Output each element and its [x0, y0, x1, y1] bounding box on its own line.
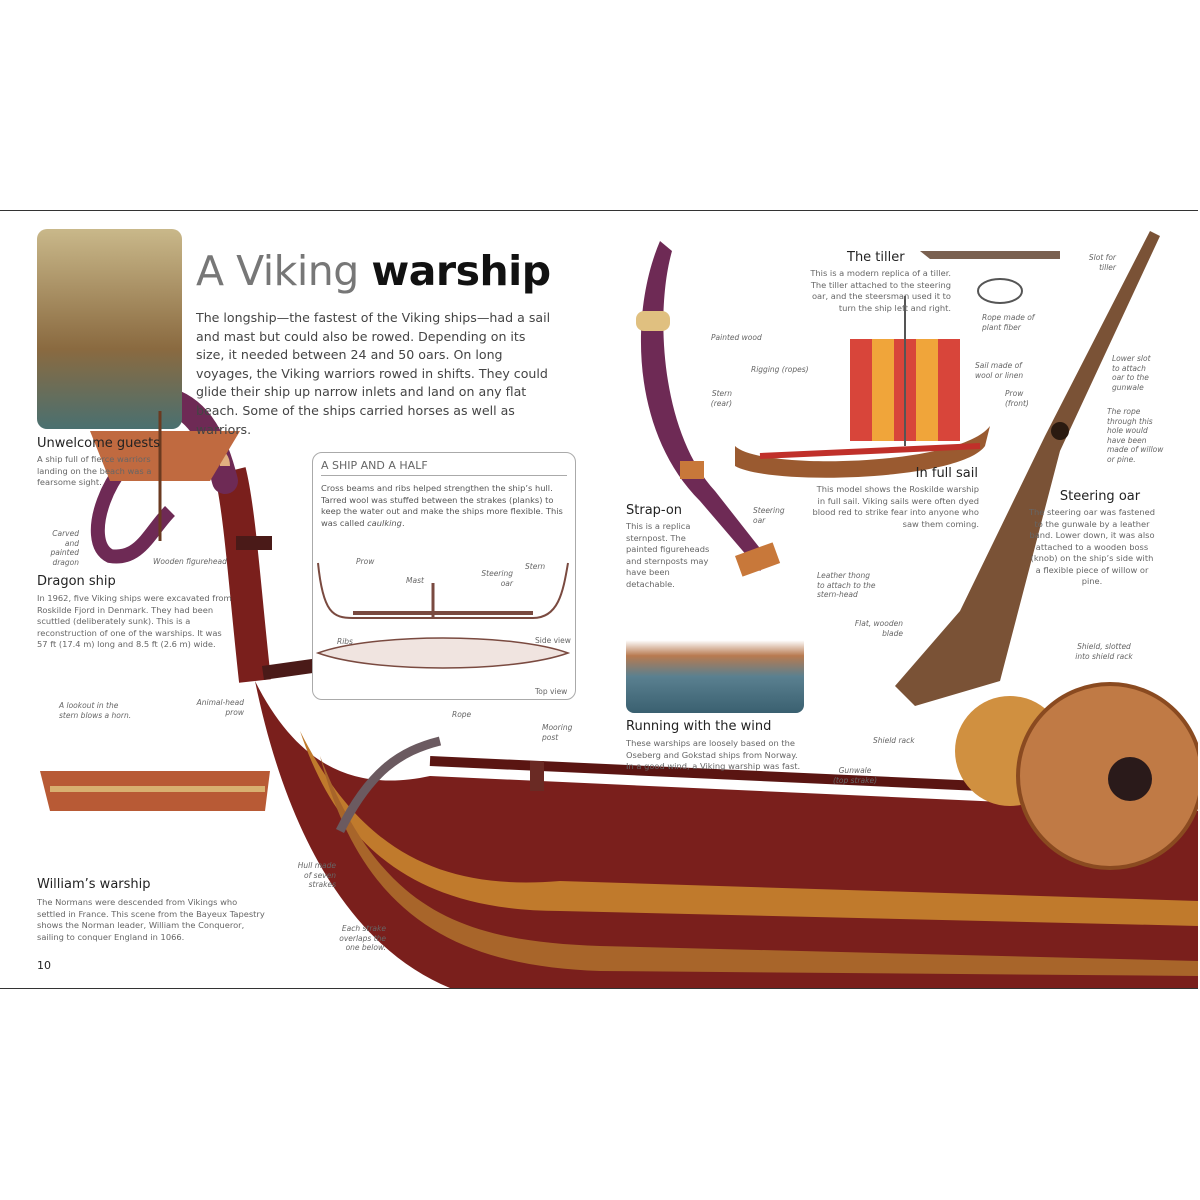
page-number: 10 — [37, 959, 51, 972]
running-text: These warships are loosely based on the … — [626, 738, 801, 771]
label-flat-blade: Flat, wooden blade — [854, 619, 903, 638]
ship-half-em: caulking — [367, 517, 402, 528]
label-mast: Mast — [406, 576, 424, 585]
label-gunwale: Gunwale (top strake) — [832, 766, 877, 785]
label-animal-head: Animal-head prow — [196, 698, 244, 717]
label-leather-thong: Leather thong to attach to the stern-hea… — [817, 571, 876, 599]
fullsail-heading: In full sail — [915, 466, 978, 481]
label-rigging: Rigging (ropes) — [751, 365, 809, 374]
label-rope: Rope — [452, 710, 472, 719]
dragon-text: In 1962, five Viking ships were excavate… — [37, 593, 232, 649]
label-side-view: Side view — [535, 636, 571, 645]
ship-and-half-box: A SHIP AND A HALF Cross beams and ribs h… — [312, 452, 576, 700]
running-heading: Running with the wind — [626, 719, 772, 734]
page-title: A Viking warship — [196, 247, 551, 295]
label-steering-oar: Steering oar — [481, 569, 513, 588]
label-rope-hole: The rope through this hole would have be… — [1107, 407, 1164, 464]
intro-text: The longship—the fastest of the Viking s… — [196, 310, 551, 437]
label-stern-rear: Stern (rear) — [710, 389, 732, 408]
ship-half-heading: A SHIP AND A HALF — [321, 459, 567, 476]
ship-half-end: . — [401, 517, 405, 528]
ship-half-body: Cross beams and ribs helped strengthen t… — [321, 483, 563, 528]
title-bold: warship — [371, 247, 551, 295]
steering-oar-photo — [895, 231, 1160, 706]
ship-diagram — [315, 562, 571, 669]
model-ship-sail-photo — [735, 296, 990, 478]
label-hull: Hull made of seven strakes — [297, 861, 336, 889]
label-ribs: Ribs — [337, 637, 353, 646]
label-shield-slotted: Shield, slotted into shield rack — [1075, 642, 1133, 661]
tiller-heading: The tiller — [847, 250, 905, 265]
ship-half-text: Cross beams and ribs helped strengthen t… — [321, 483, 569, 529]
tiller-text: This is a modern replica of a tiller. Th… — [810, 268, 951, 313]
label-painted-wood: Painted wood — [711, 333, 762, 342]
label-shield-rack: Shield rack — [873, 736, 915, 745]
steering-heading: Steering oar — [1059, 489, 1141, 504]
william-heading: William’s warship — [37, 877, 151, 892]
unwelcome-text: A ship full of fierce warriors landing o… — [37, 454, 152, 487]
label-carved-dragon: Carved and painted dragon — [50, 529, 79, 567]
label-prow: Prow — [356, 557, 375, 566]
label-prow-front: Prow (front) — [1005, 389, 1029, 408]
steering-text: The steering oar was fastened to the gun… — [1028, 507, 1156, 586]
william-text: The Normans were descended from Vikings … — [37, 897, 265, 942]
label-rope-fiber: Rope made of plant fiber — [982, 313, 1035, 332]
title-light: A Viking — [196, 247, 359, 295]
label-steering-oar-2: Steering oar — [753, 506, 785, 525]
dragon-heading: Dragon ship — [37, 574, 116, 589]
label-lower-slot: Lower slot to attach oar to the gunwale — [1112, 354, 1151, 392]
label-overlap: Each strake overlaps the one below. — [339, 924, 386, 952]
strapon-heading: Strap-on — [626, 503, 683, 518]
label-figurehead: Wooden figurehead — [153, 557, 227, 566]
label-slot: Slot for tiller — [1088, 253, 1116, 272]
fullsail-text: This model shows the Roskilde warship in… — [812, 484, 979, 529]
running-wind-image — [626, 609, 804, 713]
book-page: A Viking warship The longship—the fastes… — [0, 210, 1198, 989]
shields-photo — [955, 682, 1198, 870]
strapon-text: This is a replica sternpost. The painted… — [626, 521, 710, 589]
unwelcome-guests-image — [37, 229, 182, 429]
label-lookout: A lookout in the stern blows a horn. — [59, 701, 132, 720]
label-stern: Stern — [525, 562, 546, 571]
unwelcome-heading: Unwelcome guests — [37, 436, 161, 451]
sternpost-photo — [636, 241, 781, 577]
label-sail-made: Sail made of wool or linen — [975, 361, 1024, 380]
label-mooring: Mooring post — [542, 723, 573, 742]
label-top-view: Top view — [535, 687, 568, 696]
bayeux-tapestry-ship — [40, 411, 270, 811]
